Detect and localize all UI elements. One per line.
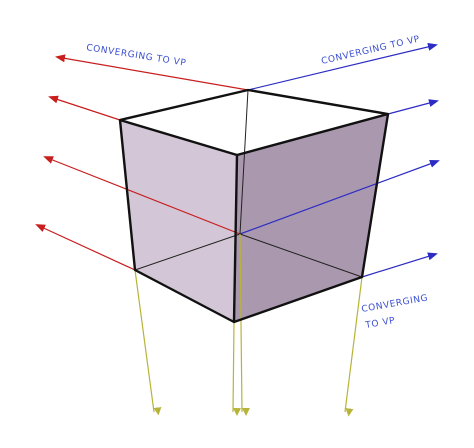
label-bottom-right-line2: TO VP xyxy=(364,316,396,331)
hidden-edge-vertical xyxy=(239,89,249,235)
red-line-1 xyxy=(55,54,249,91)
yellow-line-1 xyxy=(134,269,162,416)
blue-line-4 xyxy=(361,252,438,278)
red-line-3 xyxy=(43,156,241,235)
left-convergence-lines xyxy=(35,54,249,271)
box-front-vertical-edge xyxy=(232,154,239,323)
box-right-face xyxy=(234,114,388,322)
box-outline xyxy=(118,88,390,324)
hidden-edge-left xyxy=(134,233,241,271)
blue-line-2 xyxy=(387,99,439,115)
blue-line-3 xyxy=(239,160,440,235)
hidden-edge-right xyxy=(239,233,363,278)
vertical-convergence-lines xyxy=(134,233,363,417)
red-line-2 xyxy=(48,95,121,121)
red-line-4 xyxy=(35,224,136,271)
blue-line-1 xyxy=(247,42,438,91)
yellow-line-3 xyxy=(239,233,250,416)
yellow-line-4 xyxy=(344,276,363,417)
hidden-edges xyxy=(134,89,363,278)
label-top-right: CONVERGING TO VP xyxy=(320,34,421,66)
yellow-line-2 xyxy=(232,321,242,417)
right-convergence-lines xyxy=(239,42,440,278)
box-left-face xyxy=(120,120,237,322)
label-bottom-right-line1: CONVERGING xyxy=(361,293,429,315)
